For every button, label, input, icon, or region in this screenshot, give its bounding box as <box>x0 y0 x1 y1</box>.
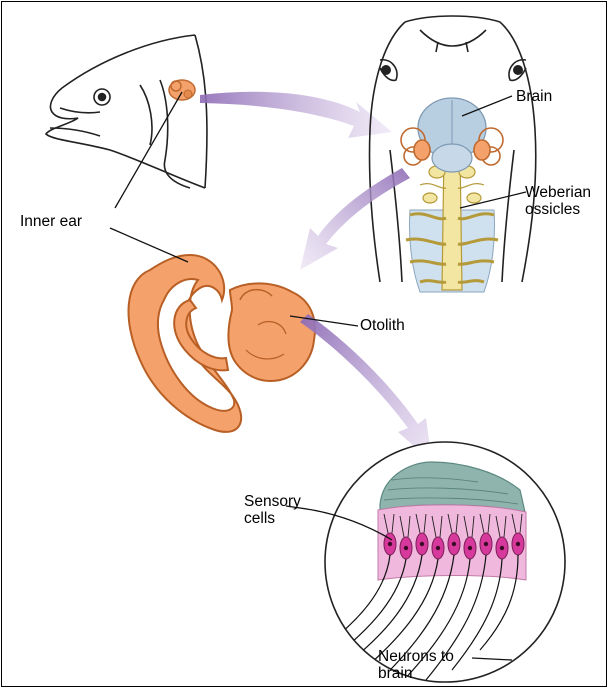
inner-ear-leader-large <box>110 228 188 262</box>
label-weberian-ossicles: Weberian ossicles <box>525 184 591 218</box>
inner-ear-large <box>129 255 316 432</box>
fish-head-illustration <box>46 35 207 188</box>
label-sensory-cells: Sensory cells <box>244 493 301 527</box>
label-inner-ear: Inner ear <box>20 213 82 230</box>
arrow-to-inner-ear <box>300 168 410 270</box>
inner-ear-leader-small <box>115 92 182 208</box>
arrow-to-sensory-cells <box>300 314 432 462</box>
label-otolith: Otolith <box>360 317 405 334</box>
fish-inner-ear-small <box>169 80 195 100</box>
label-brain: Brain <box>516 88 552 105</box>
arrow-to-top-view <box>200 92 392 138</box>
label-neurons-to-brain: Neurons to brain <box>378 648 454 682</box>
fish-eyes-top <box>381 65 523 75</box>
brain-structure <box>418 98 486 172</box>
